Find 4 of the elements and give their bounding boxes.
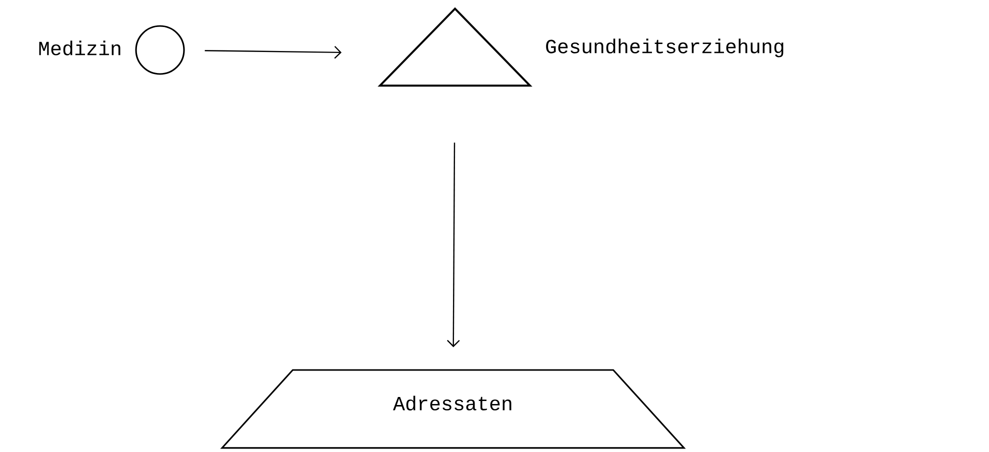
arrow	[204, 46, 342, 59]
arrow	[446, 142, 460, 348]
label-text: Medizin	[39, 40, 120, 56]
label-text: Gesundheitserziehung	[546, 38, 784, 58]
